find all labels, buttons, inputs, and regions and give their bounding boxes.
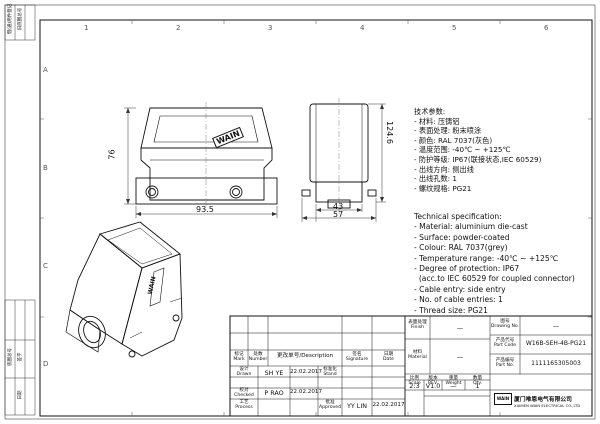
side-label-2: 底图总号 <box>8 348 13 366</box>
drawn-date: 22.02.2017 <box>290 369 323 375</box>
specs-cn-item: - 螺纹规格: PG21 <box>414 183 472 193</box>
company-en: XIAMEN WAIN ELECTRICAL CO.,LTD <box>514 403 581 408</box>
dim-height-front: 76 <box>107 149 117 160</box>
side-label-4: 日期 <box>18 390 23 400</box>
side-label-3: 签字 <box>18 352 23 362</box>
checked-date: 22.02.2017 <box>290 389 323 395</box>
specs-en-item: - Material: aluminium die-cast <box>414 222 528 232</box>
approved-date: 22.02.2017 <box>372 402 405 408</box>
title-block-grid <box>229 315 593 417</box>
company-logo: WAIN <box>494 393 512 405</box>
process-label: 工艺 Process <box>235 400 253 411</box>
specs-cn-heading: 技术参数: <box>414 107 446 116</box>
specs-en-item: - Colour: RAL 7037(grey) <box>414 243 508 253</box>
specs-en-item: - Thread size: PG21 <box>414 305 488 315</box>
iso-logo-plate <box>149 267 165 307</box>
dim-width-front: 93.5 <box>196 205 214 214</box>
specs-en-item: - No. of cable entries: 1 <box>414 295 503 305</box>
col-num-1: 1 <box>84 24 89 32</box>
part-code-label: 产品代号 Part Code <box>493 338 517 349</box>
material-label: 材料 Material <box>408 350 427 361</box>
col-num-6: 6 <box>544 24 549 32</box>
weight-label: 重量 Weight <box>445 376 462 387</box>
drawn-name: SH YE <box>264 369 284 377</box>
side-view <box>301 98 377 214</box>
approved-label: 批准 Approved <box>318 400 342 411</box>
drawn-label: 设计 Drawn <box>236 367 252 378</box>
drawing-no-label: 图号 Drawing No. <box>490 319 520 330</box>
finish-value: — <box>456 324 464 332</box>
part-no-label: 产品编号 Part No. <box>495 358 515 369</box>
scale-label: 比例 Scale <box>408 376 421 387</box>
row-letter-b: B <box>43 164 48 172</box>
rev-value: V1.0 <box>425 382 441 390</box>
header-mark: 标记 Mark <box>233 352 245 363</box>
header-signature: 签名 Signature <box>345 352 369 363</box>
outer-border <box>4 4 596 420</box>
checked-label: 校对 Checked <box>234 388 254 399</box>
header-date: 日期 Date <box>383 352 394 363</box>
row-letter-c: C <box>43 262 48 270</box>
specs-cn-item: - 材料: 压铸铝 <box>414 116 460 126</box>
specs-en-item: - Surface: powder-coated <box>414 232 510 242</box>
finish-label: 表面处理 Finish <box>408 320 427 331</box>
row-letter-a: A <box>43 66 48 74</box>
specs-en-item: - Cable entry: side entry <box>414 284 506 294</box>
qty-label: 数量 Qty. <box>472 376 483 387</box>
side-label-0: 借(通)用件登记 <box>8 3 13 35</box>
material-value: — <box>456 353 464 361</box>
checked-name: P RAO <box>264 389 284 397</box>
specs-cn-item: - 出线孔数: 1 <box>414 174 457 184</box>
specs-cn-item: - 颜色: RAL 7037(灰色) <box>414 135 493 145</box>
specs-cn-item: - 表面处理: 粉末喷涂 <box>414 126 482 136</box>
std-label: 标准化 Stand <box>323 367 337 378</box>
company-cn: 厦门唯恩电气有限公司 <box>514 397 572 403</box>
header-number: 处数 Number <box>248 352 268 363</box>
dim-width-side-2: 57 <box>333 210 344 219</box>
specs-en-item: (acc.to IEC 60529 for coupled connector) <box>414 274 575 284</box>
side-strip-bottom <box>4 299 36 416</box>
specs-cn: 技术参数: - 材料: 压铸铝 - 表面处理: 粉末喷涂 - 颜色: RAL 7… <box>414 107 541 193</box>
specs-en-heading: Technical specification: <box>414 212 502 221</box>
part-no-value: 1111165305003 <box>531 360 581 367</box>
front-view <box>135 102 278 210</box>
specs-en-item: - Degree of protection: IP67 <box>414 264 520 274</box>
dim-width-side-1: 43 <box>333 202 344 211</box>
isometric-view <box>65 221 183 358</box>
weight-value: — <box>450 382 457 390</box>
col-num-4: 4 <box>360 24 365 32</box>
specs-en: Technical specification: - Material: alu… <box>414 212 575 316</box>
part-code-value: W16B-SEH-4B-PG21 <box>525 340 587 347</box>
side-label-1: 旧底图总号 <box>18 7 23 31</box>
side-strip-top <box>4 4 36 41</box>
scale-value: 2:3 <box>409 382 420 390</box>
specs-cn-item: - 防护等级: IP67(联接状态,IEC 60529) <box>414 154 542 164</box>
qty-value: 1 <box>475 382 480 390</box>
approved-name: YY LIN <box>346 402 368 410</box>
header-description: 更改单号/Description <box>276 353 334 359</box>
rev-label: 版本 REV. <box>427 376 439 387</box>
drawing-no-value: — <box>552 322 560 330</box>
dim-height-side: 124.6 <box>384 121 394 144</box>
col-num-5: 5 <box>452 24 457 32</box>
specs-en-item: - Temperature range: -40℃ ~ +125℃ <box>414 253 559 263</box>
row-letter-d: D <box>43 360 49 368</box>
specs-cn-item: - 温度范围: -40℃ ~ +125℃ <box>414 145 511 155</box>
specs-cn-item: - 出线方向: 侧出线 <box>414 164 474 174</box>
col-num-2: 2 <box>176 24 181 32</box>
col-num-3: 3 <box>268 24 273 32</box>
